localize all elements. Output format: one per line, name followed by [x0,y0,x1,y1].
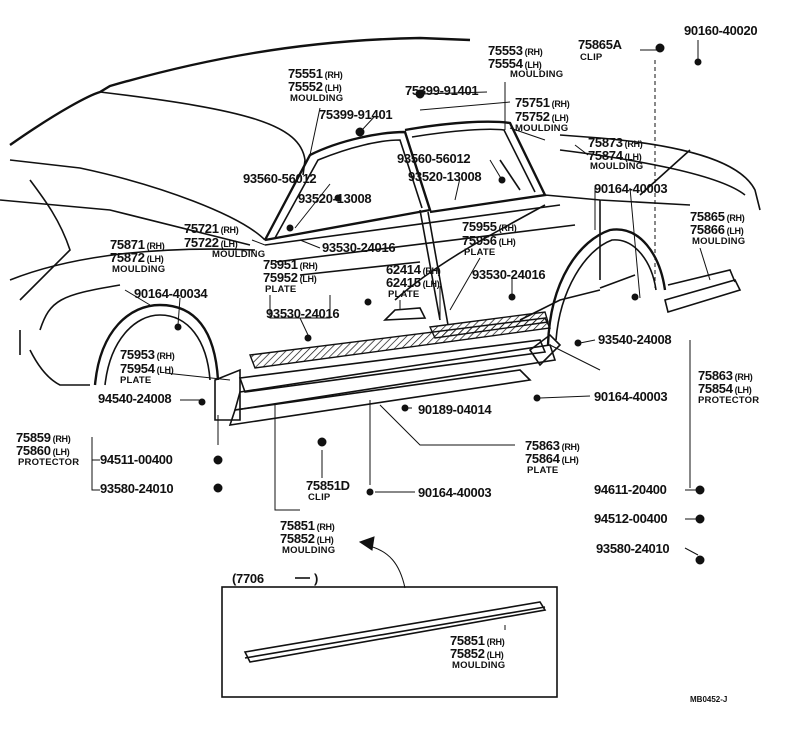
part-93580-24010-b: 93580-24010 [596,541,670,556]
part-93520-13008-a: 93520-13008 [298,191,372,206]
label-moulding-roof: MOULDING [290,93,344,104]
part-94511-00400: 94511-00400 [100,452,173,467]
part-90164-40034: 90164-40034 [134,286,208,301]
part-75752: 75752(LH) [515,109,569,124]
part-90189-04014: 90189-04014 [418,402,492,417]
part-75854: 75854(LH) [698,381,752,396]
part-75952: 75952(LH) [263,270,317,285]
part-93580-24010-a: 93580-24010 [100,481,174,496]
part-90164-40003-a: 90164-40003 [594,181,668,196]
leader-lines [91,40,711,589]
window-frames [263,120,576,326]
part-75860: 75860(LH) [16,443,70,458]
label-plate-e: PLATE [527,465,559,476]
part-94512-00400: 94512-00400 [594,511,668,526]
label-plate-d: PLATE [120,375,152,386]
label-moulding-arch-rear: MOULDING [590,161,644,172]
label-7706: (7706 [232,571,264,586]
part-75859: 75859(RH) [16,430,71,445]
part-75954: 75954(LH) [120,361,174,376]
label-moulding-rear: MOULDING [692,236,746,247]
part-75554: 75554(LH) [488,56,542,71]
part-62415: 62415(LH) [386,275,440,290]
part-75552: 75552(LH) [288,79,342,94]
part-75871: 75871(RH) [110,237,165,252]
part-93540-24008: 93540-24008 [598,332,672,347]
part-75851-inset: 75851(RH) [450,633,505,648]
label-plate-b: PLATE [265,284,297,295]
part-75863-plate: 75863(RH) [525,438,580,453]
part-75956: 75956(LH) [462,233,516,248]
label-protector-front: PROTECTOR [18,457,80,468]
part-75863: 75863(RH) [698,368,753,383]
part-93560-56012-a: 93560-56012 [243,171,317,186]
drawing-code: MB0452-J [690,695,728,704]
part-75874: 75874(LH) [588,148,642,163]
label-moulding-inset: MOULDING [452,660,506,671]
label-moulding-top: MOULDING [510,69,564,80]
part-75865a: 75865A [578,37,622,52]
part-75852: 75852(LH) [280,531,334,546]
part-93530-24016-c: 93530-24016 [266,306,340,321]
part-90164-40003-d: 90164-40003 [418,485,492,500]
part-75851: 75851(RH) [280,518,335,533]
part-94540-24008: 94540-24008 [98,391,172,406]
part-75872: 75872(LH) [110,250,164,265]
part-75851d: 75851D [306,478,350,493]
part-75722: 75722(LH) [184,235,238,250]
car-body-outline [0,36,761,386]
part-90160-40020: 90160-40020 [684,23,758,38]
label-plate-a: PLATE [464,247,496,258]
part-75864: 75864(LH) [525,451,579,466]
rocker-mouldings [214,269,742,426]
part-93530-24016-a: 93530-24016 [322,240,396,255]
part-75399-91401-a: 75399-91401 [405,83,479,98]
part-75721: 75721(RH) [184,221,239,236]
part-75852-inset: 75852(LH) [450,646,504,661]
part-75865: 75865(RH) [690,209,745,224]
part-62414: 62414(RH) [386,262,441,277]
label-plate-c: PLATE [388,289,420,300]
part-93530-24016-b: 93530-24016 [472,267,546,282]
label-7706-close: ) [314,571,319,586]
part-75751: 75751(RH) [515,95,570,110]
label-clip-mid: CLIP [308,492,331,503]
part-93520-13008-b: 93520-13008 [408,169,482,184]
part-75553: 75553(RH) [488,43,543,58]
part-75955: 75955(RH) [462,219,517,234]
label-moulding-belt: MOULDING [515,123,569,134]
inset-box [221,577,558,698]
part-75399-91401-b: 75399-91401 [319,107,393,122]
label-clip-top: CLIP [580,52,603,63]
part-75951: 75951(RH) [263,257,318,272]
part-90164-40003-c: 90164-40003 [594,389,668,404]
part-75953: 75953(RH) [120,347,175,362]
part-75866: 75866(LH) [690,222,744,237]
label-protector-rear: PROTECTOR [698,395,760,406]
part-94611-20400: 94611-20400 [594,482,667,497]
part-75551: 75551(RH) [288,66,343,81]
label-moulding-rocker: MOULDING [282,545,336,556]
label-moulding-front-pillar: MOULDING [212,249,266,260]
label-moulding-arch-front: MOULDING [112,264,166,275]
part-75873: 75873(RH) [588,135,643,150]
part-93560-56012-b: 93560-56012 [397,151,471,166]
